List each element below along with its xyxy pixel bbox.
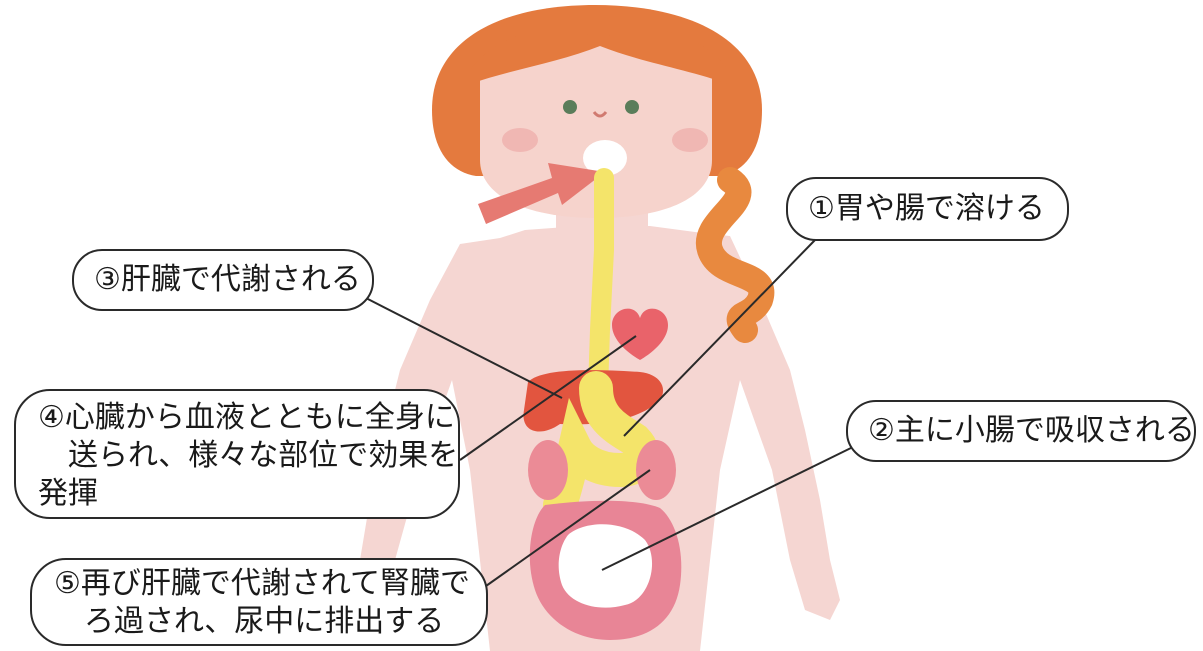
- left-cheek: [502, 128, 538, 152]
- callout-circulate-line-2: 送られ、様々な部位で効果を: [38, 437, 436, 475]
- callout-circulate-line-1: ④心臓から血液とともに全身に: [38, 399, 436, 437]
- left-eye: [563, 100, 577, 114]
- callout-metabolize: ③肝臓で代謝される: [72, 249, 374, 311]
- callout-excrete-line-1: ⑤再び肝臓で代謝されて腎臓で: [54, 565, 464, 603]
- right-eye: [625, 100, 639, 114]
- callout-circulate-line-3: 発揮: [38, 475, 436, 513]
- callout-circulate: ④心臓から血液とともに全身に 送られ、様々な部位で効果を 発揮: [14, 389, 460, 519]
- callout-dissolve: ①胃や腸で溶ける: [786, 177, 1069, 241]
- callout-absorb-text: ②主に小腸で吸収される: [868, 412, 1195, 450]
- small-intestine: [559, 524, 652, 607]
- right-cheek: [672, 128, 708, 152]
- callout-dissolve-text: ①胃や腸で溶ける: [808, 190, 1045, 228]
- callout-absorb: ②主に小腸で吸収される: [846, 400, 1196, 462]
- right-kidney: [636, 440, 676, 500]
- callout-metabolize-text: ③肝臓で代謝される: [94, 261, 361, 299]
- left-kidney: [528, 440, 568, 500]
- callout-excrete: ⑤再び肝臓で代謝されて腎臓で ろ過され、尿中に排出する: [30, 558, 488, 646]
- callout-excrete-line-2: ろ過され、尿中に排出する: [54, 603, 464, 641]
